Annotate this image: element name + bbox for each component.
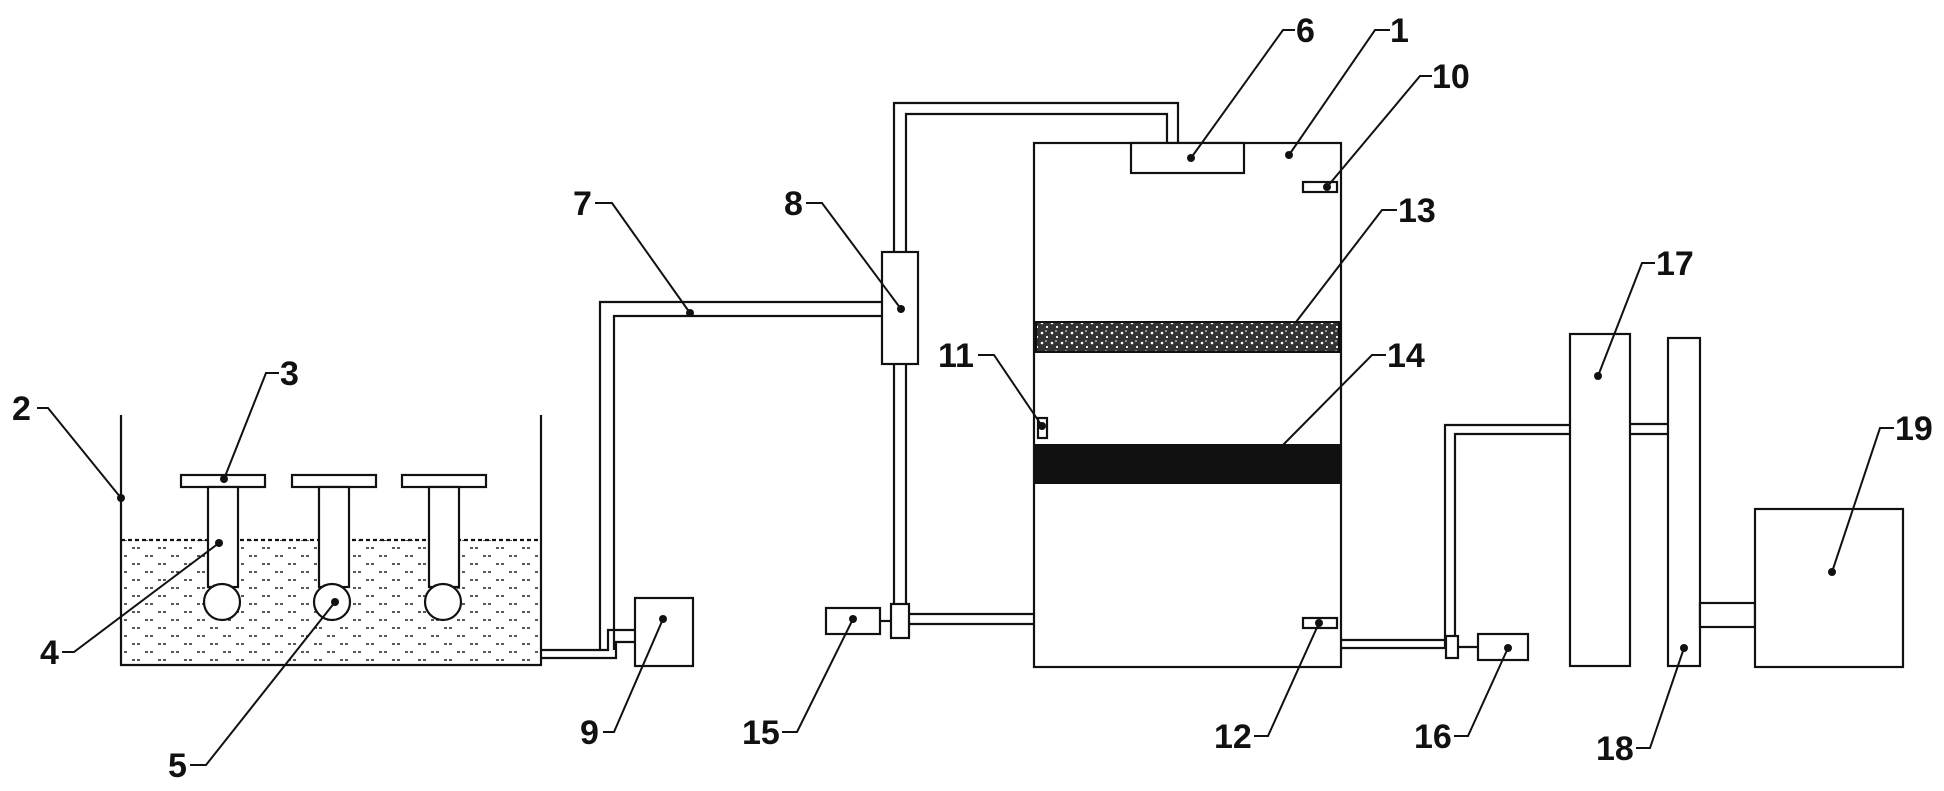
callout-19: 19 [1895, 410, 1933, 448]
callout-11: 11 [938, 337, 974, 375]
valve-16 [1444, 634, 1460, 660]
callout-6: 6 [1296, 12, 1315, 50]
callout-17: 17 [1656, 245, 1694, 283]
leader-lines [37, 29, 1894, 766]
callout-2: 2 [12, 390, 31, 428]
panel-17 [1568, 332, 1632, 668]
pipe-7 [598, 300, 882, 650]
callout-13: 13 [1398, 192, 1436, 230]
tank-outlet-pipe [541, 628, 635, 660]
valve-15 [889, 602, 911, 640]
mixer-down-pipe [892, 364, 908, 606]
connector-18-19 [1698, 601, 1757, 629]
callout-labels: 1 2 3 4 5 6 7 8 9 10 11 12 13 14 15 16 1… [12, 12, 1933, 785]
callout-14: 14 [1387, 337, 1425, 375]
pump-15-pipe [880, 612, 1034, 626]
callout-8: 8 [784, 185, 803, 223]
callout-9: 9 [580, 714, 599, 752]
callout-15: 15 [742, 714, 780, 752]
mixer-up-pipe [892, 101, 1180, 252]
electrode-assembly-3 [400, 473, 488, 622]
callout-5: 5 [168, 747, 187, 785]
callout-16: 16 [1414, 718, 1452, 756]
port-10 [1301, 180, 1339, 194]
callout-7: 7 [573, 185, 592, 223]
callout-4: 4 [40, 634, 59, 672]
callout-10: 10 [1432, 58, 1470, 96]
sand-layer-13 [1035, 321, 1340, 353]
callout-1: 1 [1390, 12, 1409, 50]
outlet-pipe-16 [1341, 423, 1570, 650]
box-19 [1753, 507, 1905, 669]
callout-3: 3 [280, 355, 299, 393]
top-inlet-6 [1129, 141, 1246, 175]
callout-12: 12 [1214, 718, 1252, 756]
connector-17-18 [1630, 422, 1668, 436]
panel-18 [1666, 336, 1702, 668]
pump-16 [1476, 632, 1530, 662]
reactor-1 [1032, 141, 1343, 669]
callout-18: 18 [1596, 730, 1634, 768]
pump-9 [633, 596, 695, 668]
